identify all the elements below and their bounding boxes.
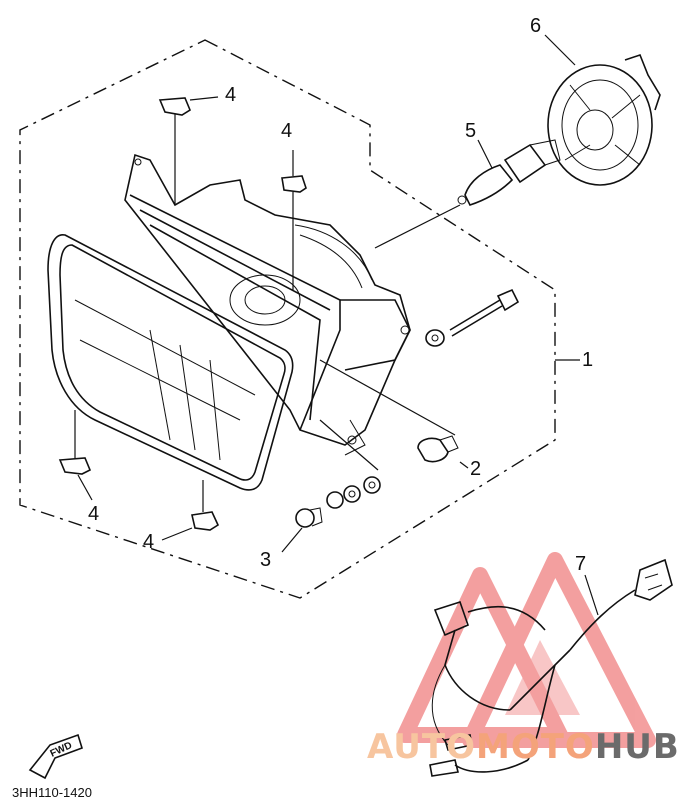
headlight-lens — [47, 234, 294, 491]
nut-set — [295, 476, 381, 528]
watermark-moto: MOTO — [476, 727, 595, 767]
callout-2: 2 — [470, 458, 481, 480]
lens-clip-bottom-right — [191, 511, 220, 531]
adjusting-screw — [425, 288, 520, 347]
callout-6: 6 — [530, 15, 541, 37]
watermark-hub: HUB — [595, 727, 680, 767]
callout-1: 1 — [582, 349, 593, 371]
callout-5: 5 — [465, 120, 476, 142]
watermark-text: AUTOMOTOHUB — [367, 727, 680, 767]
lens-clip-bottom-left — [58, 457, 92, 475]
callout-4-bottom-left: 4 — [88, 503, 99, 525]
callout-4-top-right: 4 — [281, 120, 292, 142]
position-light-socket — [417, 435, 459, 463]
drawing-code: 3HH110-1420 — [12, 785, 92, 800]
lens-clip-top-left — [158, 97, 191, 116]
bulb — [457, 139, 561, 206]
callout-7: 7 — [575, 553, 586, 575]
bulb-cover — [547, 54, 661, 186]
lens-clip-top-right — [281, 175, 307, 193]
assembly-boundary — [19, 39, 556, 599]
leader-lines — [74, 34, 599, 616]
callout-4-bottom-right: 4 — [143, 531, 154, 553]
watermark-logo — [397, 552, 656, 748]
callout-3: 3 — [260, 549, 271, 571]
watermark-auto: AUTO — [367, 727, 476, 767]
forward-arrow-icon: FWD — [28, 733, 83, 780]
callout-4-top-left: 4 — [225, 84, 236, 106]
fwd-label: FWD — [49, 740, 74, 760]
headlight-housing — [124, 153, 411, 456]
wire-harness — [429, 558, 673, 777]
